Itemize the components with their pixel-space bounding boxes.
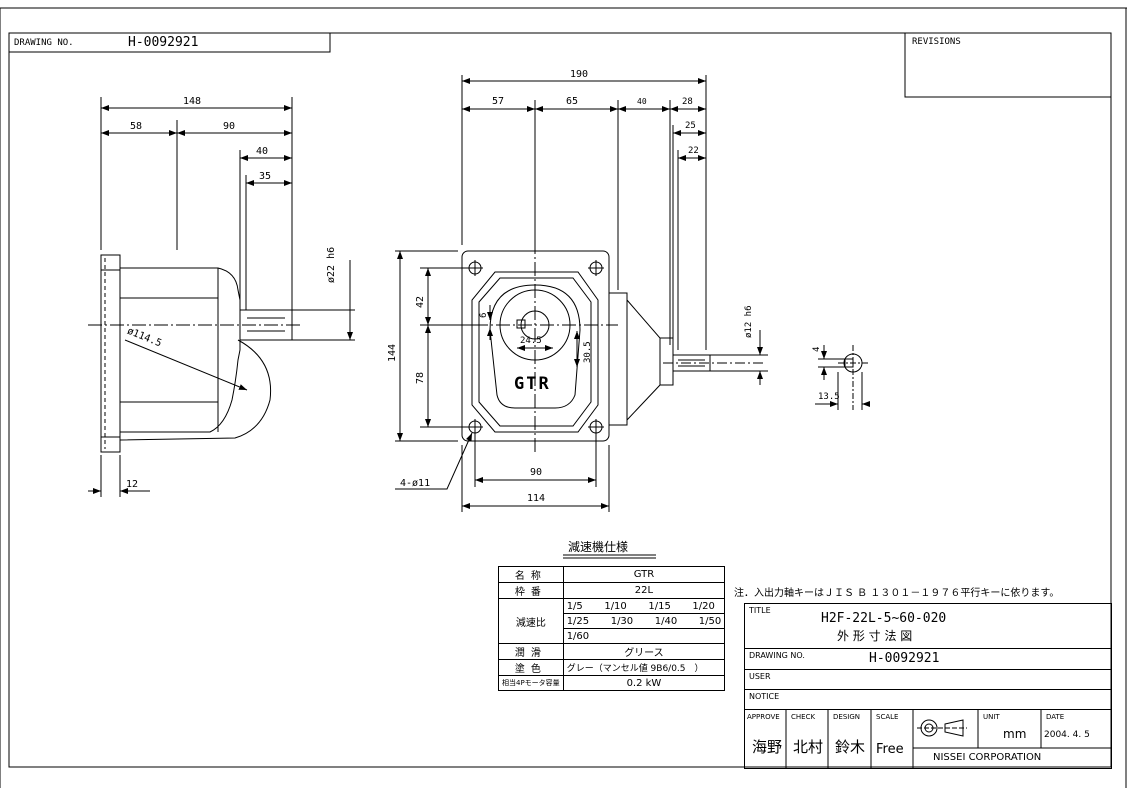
ratio: 1/5	[566, 600, 583, 612]
dim-144: 144	[387, 343, 398, 362]
spec-key: 枠番	[498, 582, 564, 599]
ratio: 1/20	[692, 600, 715, 612]
spec-key-ratio: 減速比	[498, 598, 564, 644]
dim-22: 22	[688, 146, 699, 156]
spec-value: 0.2 kW	[562, 675, 726, 691]
dim-24-5: 24.5	[520, 336, 542, 346]
tb-notice-row: NOTICE	[745, 690, 1111, 710]
tb-design-label: DESIGN	[833, 713, 860, 721]
spec-row-motor: 相当4Pモータ容量 0.2 kW	[498, 675, 726, 691]
ratio: 1/60	[566, 630, 590, 642]
tb-notice-label: NOTICE	[749, 692, 780, 701]
key-detail	[815, 345, 870, 410]
ratio: 1/30	[610, 615, 634, 627]
dim-148: 148	[183, 96, 202, 107]
tb-check-label: CHECK	[791, 713, 816, 721]
spec-key: 塗色	[498, 659, 564, 676]
tb-scale-value: Free	[876, 742, 904, 757]
dim-28: 28	[682, 97, 693, 107]
tb-title-row: TITLE H2F-22L-5~60-020 外 形 寸 法 図	[745, 604, 1111, 649]
dim-40-side: 40	[256, 146, 269, 157]
header-drawing-no-label: DRAWING NO.	[14, 38, 74, 48]
tb-unit-label: UNIT	[983, 713, 1000, 721]
spec-row-frame: 枠番 22L	[498, 582, 726, 599]
ratio: 1/25	[566, 615, 590, 627]
dim-57: 57	[492, 96, 505, 107]
ratio: 1/15	[648, 600, 671, 612]
dim-4: 4	[812, 346, 822, 352]
ratio: 1/40	[654, 615, 678, 627]
dim-25: 25	[685, 121, 696, 131]
dim-shaft-dia: ø22 h6	[326, 246, 337, 283]
tb-title-line1: H2F-22L-5~60-020	[821, 611, 947, 626]
tb-date-value: 2004. 4. 5	[1044, 730, 1090, 740]
dim-90-side: 90	[223, 121, 236, 132]
side-view	[88, 97, 355, 497]
spec-row-paint: 塗色 グレー（マンセル値 9B6/0.5 ）	[498, 659, 726, 676]
tb-company: NISSEI CORPORATION	[933, 752, 1042, 763]
dim-190: 190	[570, 69, 589, 80]
dim-12: 12	[126, 479, 139, 490]
dim-6: 6	[479, 312, 489, 318]
tb-design-sign: 鈴木	[835, 738, 866, 756]
tb-title-line2: 外 形 寸 法 図	[837, 629, 913, 643]
spec-row-lubrication: 潤滑 グリース	[498, 643, 726, 660]
dim-40-front: 40	[637, 97, 647, 106]
tb-user-row: USER	[745, 670, 1111, 690]
spec-value: 22L	[562, 582, 726, 599]
spec-key: 名称	[498, 566, 564, 583]
tb-title-label: TITLE	[749, 606, 771, 615]
spec-ratio-values: 1/25 1/30 1/40 1/50	[562, 613, 726, 629]
dim-35: 35	[259, 171, 272, 182]
drawing-border	[8, 32, 1112, 768]
tb-check-sign: 北村	[793, 738, 824, 756]
spec-row-name: 名称 GTR	[498, 566, 726, 583]
dim-90-front: 90	[530, 467, 543, 478]
tb-drawing-no-label: DRAWING NO.	[749, 651, 805, 660]
spec-value: グリース	[562, 643, 726, 660]
tb-drawing-row: DRAWING NO. H-0092921	[745, 649, 1111, 670]
tb-user-label: USER	[749, 672, 771, 681]
spec-row-ratio-1: 減速比 1/5 1/10 1/15 1/20	[498, 598, 726, 644]
revisions-label: REVISIONS	[912, 37, 961, 47]
tb-approve-sign: 海野	[752, 738, 783, 756]
dim-13-5: 13.5	[818, 392, 840, 402]
spec-value: グレー（マンセル値 9B6/0.5 ）	[562, 659, 726, 676]
gtr-logo: GTR	[514, 374, 551, 394]
header-drawing-no: H-0092921	[128, 35, 199, 50]
tb-unit-value: mm	[1003, 727, 1027, 741]
dim-30-5: 30.5	[583, 341, 593, 363]
dim-42: 42	[415, 295, 426, 308]
title-block: TITLE H2F-22L-5~60-020 外 形 寸 法 図 DRAWING…	[744, 603, 1112, 769]
dim-114: 114	[527, 493, 546, 504]
spec-ratio-values: 1/60	[562, 628, 726, 644]
tb-drawing-no: H-0092921	[869, 651, 940, 666]
dim-input-shaft-dia: ø12 h6	[744, 305, 754, 338]
dim-78: 78	[415, 371, 426, 384]
key-note: 注．入出力軸キーはＪＩＳ Ｂ １３０１－１９７６平行キーに依ります。	[734, 588, 1060, 599]
spec-ratio-values: 1/5 1/10 1/15 1/20	[562, 598, 726, 614]
dim-58: 58	[130, 121, 143, 132]
spec-key: 潤滑	[498, 643, 564, 660]
spec-value: GTR	[562, 566, 726, 583]
tb-grid	[785, 710, 1111, 768]
spec-table-title: 減速機仕様	[568, 540, 629, 554]
dim-holes: 4-ø11	[400, 478, 431, 489]
spec-key: 相当4Pモータ容量	[498, 675, 564, 691]
front-view	[395, 75, 768, 512]
tb-date-label: DATE	[1046, 713, 1065, 721]
ratio: 1/50	[698, 615, 722, 627]
ratio: 1/10	[604, 600, 627, 612]
spec-table: 名称 GTR 枠番 22L 減速比 1/5 1/10 1/15 1/20 1/2…	[498, 566, 726, 691]
dim-65: 65	[566, 96, 579, 107]
tb-approve-label: APPROVE	[747, 713, 780, 721]
tb-scale-label: SCALE	[876, 713, 899, 721]
